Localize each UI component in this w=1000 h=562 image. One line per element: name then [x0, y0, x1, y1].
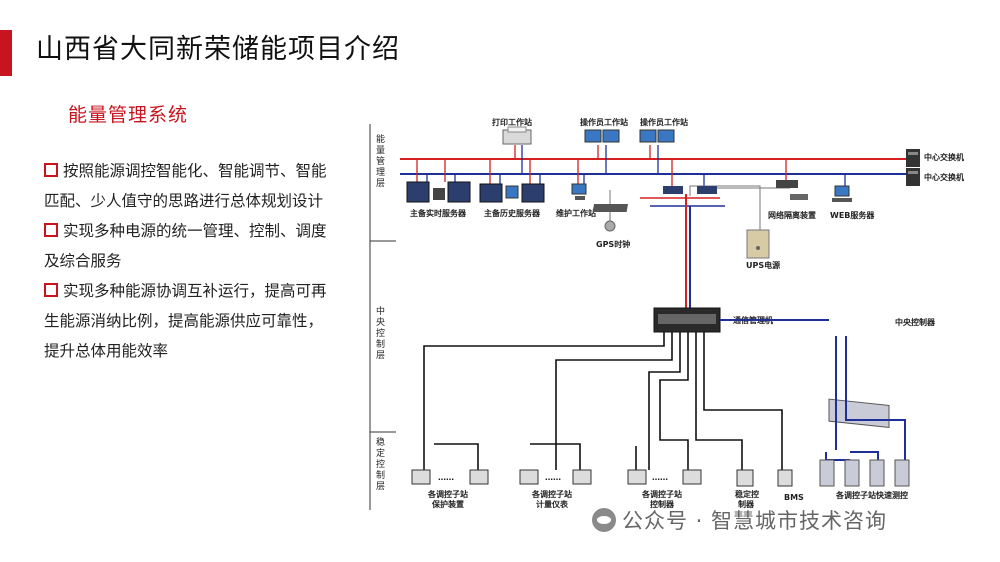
- isolation-device-icon: [776, 180, 808, 200]
- blue-drops: [426, 145, 846, 186]
- bullet-item: 实现多种能源协调互补运行，提高可再生能源消纳比例，提高能源供应可靠性，提升总体用…: [44, 282, 327, 360]
- bms-label: BMS: [784, 493, 804, 502]
- wechat-icon: [592, 508, 616, 532]
- page-title: 山西省大同新荣储能项目介绍: [36, 34, 400, 65]
- main-rt-server-label: 主备实时服务器: [410, 208, 467, 218]
- workstation-monitor-icon: [639, 129, 675, 143]
- svg-text:控: 控: [376, 327, 385, 339]
- network-switch-icon: [592, 186, 717, 212]
- dots-1: ……: [438, 473, 454, 482]
- bullet-item: 按照能源调控智能化、智能调节、智能匹配、少人值守的思路进行总体规划设计: [44, 162, 327, 210]
- svg-text:制: 制: [376, 338, 385, 350]
- net-isolation-label: 网络隔离装置: [768, 210, 816, 220]
- svg-text:层: 层: [376, 178, 385, 189]
- dots-3: ……: [652, 473, 668, 482]
- checkbox-bullet-icon: [44, 283, 58, 297]
- core-switch-1-label: 中心交换机: [924, 152, 964, 162]
- operator-station-2-label: 操作员工作站: [640, 117, 688, 127]
- checkbox-bullet-icon: [44, 223, 58, 237]
- watermark: 公众号 · 智慧城市技术咨询: [592, 505, 887, 535]
- svg-text:中: 中: [376, 305, 385, 317]
- layer-label-stable: 稳 定 控 制 层: [376, 436, 385, 492]
- svg-text:控: 控: [376, 458, 385, 470]
- gps-clock-label: GPS时钟: [596, 239, 630, 249]
- sub-meter-label-1: 各调控子站: [531, 489, 572, 499]
- svg-text:央: 央: [376, 316, 385, 328]
- fast-measure-device-icon: [819, 459, 910, 487]
- central-controller-icon: [828, 398, 890, 428]
- section-subtitle: 能量管理系统: [68, 104, 189, 126]
- layer-label-energy: 能 量 管 理 层: [376, 133, 385, 189]
- svg-text:层: 层: [376, 481, 385, 492]
- sub-ctrl-label-2: 控制器: [650, 499, 675, 509]
- sub-meter-label-2: 计量仪表: [536, 499, 569, 509]
- core-switch-2-label: 中心交换机: [924, 172, 964, 182]
- sub-protect-label-2: 保护装置: [431, 499, 464, 509]
- server-rack-icon: [479, 183, 545, 203]
- workstation-monitor-icon: [584, 129, 620, 143]
- maint-pc-icon: [571, 183, 587, 200]
- svg-text:层: 层: [376, 350, 385, 361]
- fast-measure-label: 各调控子站快速测控: [835, 490, 908, 500]
- svg-text:定: 定: [376, 447, 385, 459]
- web-server-label: WEB服务器: [830, 210, 875, 220]
- server-rack-icon: [406, 181, 471, 203]
- layer-frame: [369, 124, 396, 510]
- stab-ctrl-label-1: 稳定控: [735, 489, 759, 499]
- layer-char: 能: [376, 133, 385, 145]
- core-switch-1: [906, 149, 920, 167]
- title-accent-bar: [0, 30, 12, 76]
- print-station-label: 打印工作站: [492, 117, 532, 127]
- dots-2: ……: [545, 473, 561, 482]
- comm-manager-icon: [653, 307, 721, 333]
- ups-label: UPS电源: [746, 260, 780, 270]
- svg-text:制: 制: [376, 469, 385, 481]
- main-hist-server-label: 主备历史服务器: [484, 208, 541, 218]
- svg-text:管: 管: [376, 155, 385, 167]
- core-switch-2: [906, 168, 920, 186]
- svg-text:量: 量: [376, 145, 385, 156]
- field-wires: [423, 332, 783, 470]
- gps-clock-icon: [604, 215, 616, 232]
- stab-ctrl-label-2: 制器: [738, 499, 755, 509]
- svg-text:理: 理: [376, 167, 385, 178]
- layer-label-central: 中 央 控 制 层: [376, 305, 385, 361]
- sub-protect-label-1: 各调控子站: [427, 489, 468, 499]
- operator-station-1-label: 操作员工作站: [580, 117, 628, 127]
- red-drops: [416, 145, 787, 186]
- fast-measure-wires: [825, 336, 906, 461]
- maint-station-label: 维护工作站: [556, 208, 596, 218]
- svg-text:稳: 稳: [376, 436, 385, 448]
- web-server-icon: [832, 185, 852, 202]
- substation-device-icon: [411, 469, 793, 487]
- bullet-list: 按照能源调控智能化、智能调节、智能匹配、少人值守的思路进行总体规划设计 实现多种…: [44, 156, 336, 366]
- bullet-item: 实现多种电源的统一管理、控制、调度及综合服务: [44, 222, 327, 270]
- checkbox-bullet-icon: [44, 163, 58, 177]
- central-controller-label: 中央控制器: [895, 317, 936, 327]
- ups-icon: [746, 229, 770, 259]
- printer-icon: [502, 126, 532, 145]
- sub-ctrl-label-1: 各调控子站: [641, 489, 682, 499]
